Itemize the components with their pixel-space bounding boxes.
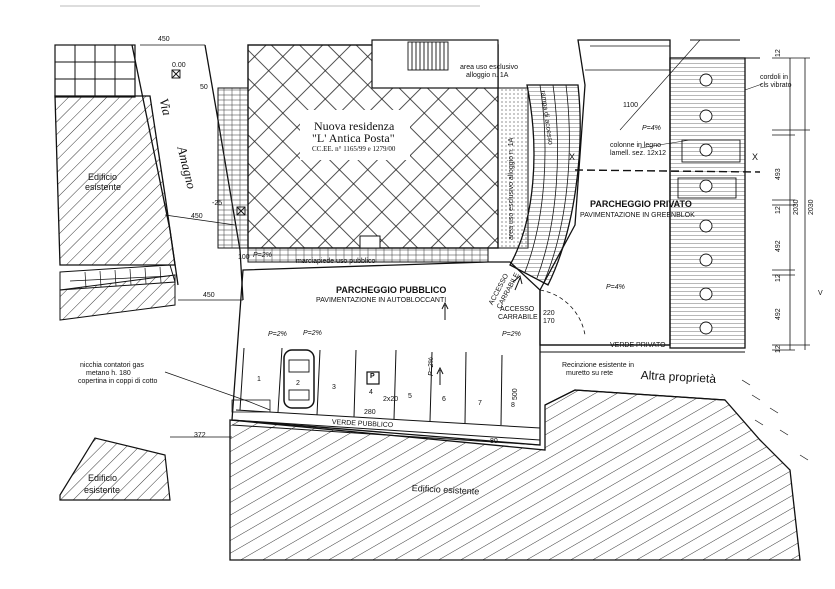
public-slope-4: P=2% [253, 252, 272, 259]
dim-stall-width: 280 [364, 409, 376, 416]
building-bottom-left-label1: Edificio [88, 473, 118, 483]
dim-80: 80 [490, 438, 498, 445]
stall-4: 4 [369, 389, 373, 396]
fence-line1: Recinzione esistente in [562, 362, 634, 369]
north-mark: V [818, 290, 823, 297]
public-slope-1: P=2% [268, 331, 287, 338]
residence-notch [371, 39, 499, 89]
section-mark-right: X [752, 152, 759, 162]
dim-50: 50 [200, 84, 208, 91]
fence-line2: muretto su rete [566, 370, 614, 377]
dim-right-6: 492 [775, 308, 782, 320]
gate-swing [539, 289, 586, 336]
dim-25: -25 [212, 200, 223, 207]
dim-depth: 500 [512, 388, 519, 400]
pergola-line1: cordoli in [760, 74, 789, 81]
dim-170: 170 [543, 318, 555, 325]
grid-block [54, 44, 136, 98]
stall-1: 1 [257, 376, 261, 383]
building-bottom-left-label2: esistente [84, 485, 121, 495]
markers [171, 69, 246, 216]
stall-dividers [239, 347, 503, 426]
stall-2: 2 [296, 380, 300, 387]
access-private-line2: CARRABILE [498, 314, 538, 321]
section-mark-left: X [569, 152, 576, 162]
brick-edge-left [217, 87, 249, 249]
dim-right-7: 12 [775, 345, 782, 353]
private-slope: P=4% [606, 284, 625, 291]
pergola-line2: cls vibrato [760, 82, 792, 89]
access-private-line1: ACCESSO [500, 306, 535, 313]
dim-right-3: 12 [775, 206, 782, 214]
columns-line2: lamell. sez. 12x12 [610, 150, 667, 157]
stall-3: 3 [332, 384, 336, 391]
gas-meter-line2: metano h. 180 [86, 370, 131, 377]
sidewalk-label: marciapiede uso pubblico [296, 258, 376, 265]
residence-title-line2: "L' Antica Posta" [312, 131, 395, 145]
access-ramp [509, 84, 581, 286]
gas-meter-line1: nicchia contatori gas [80, 362, 144, 369]
dim-450-mid: 450 [191, 213, 203, 220]
building-top-left-label2: esistente [85, 182, 122, 192]
stall-5: 5 [408, 393, 412, 400]
dim-372: 372 [194, 432, 206, 439]
parking-sign: P [370, 373, 375, 380]
existing-building-bottom-left [59, 437, 171, 501]
section-line [574, 169, 761, 173]
public-slope-3: P=2% [502, 331, 521, 338]
exclusive-area-strip [497, 87, 529, 249]
parking-circles [699, 73, 713, 335]
residence-title-line1: Nuova residenza [314, 119, 395, 133]
dim-450-top: 450 [158, 36, 170, 43]
dim-100: 100 [238, 254, 250, 261]
residence-permit: CC.EE. n° 1165/99 e 1279/00 [312, 145, 396, 153]
private-parking-subtitle: PAVIMENTAZIONE IN GREENBLOK [580, 212, 695, 219]
green-private-label: VERDE PRIVATO [610, 342, 666, 349]
exclusive-area-vertical: area uso esclusivo alloggio n. 1A [508, 137, 515, 240]
dim-right-4: 492 [775, 240, 782, 252]
dim-1100: 1100 [623, 102, 639, 109]
dim-000: 0.00 [172, 62, 186, 69]
dim-220: 220 [543, 310, 555, 317]
columns-line1: colonne in legno [610, 142, 661, 149]
dim-right-1: 12 [775, 49, 782, 57]
car-symbol [283, 349, 315, 409]
dim-line-450-mid [164, 214, 236, 226]
stall-6: 6 [442, 396, 446, 403]
building-top-left-label1: Edificio [88, 172, 118, 182]
road-edge-left [131, 44, 179, 286]
dim-right-5: 12 [775, 274, 782, 282]
dim-total: 2x20 [383, 396, 399, 403]
exclusive-area-line2: alloggio n. 1A [466, 72, 509, 79]
street-prefix: Via [156, 96, 176, 117]
other-property-marks [741, 379, 809, 461]
dim-right-total: 2030 [793, 199, 800, 215]
public-parking-subtitle: PAVIMENTAZIONE IN AUTOBLOCCANTI [316, 297, 447, 304]
dim-right-2: 493 [775, 168, 782, 180]
gate-strip [59, 264, 176, 291]
private-slope-top: P=4% [642, 125, 661, 132]
parking-sign-box [366, 371, 380, 385]
public-slope-5: P=2% [428, 357, 435, 376]
existing-strip-left [59, 274, 176, 321]
stall-8: 8 [511, 402, 515, 409]
private-parking-title: PARCHEGGIO PRIVATO [590, 199, 692, 209]
public-parking-title: PARCHEGGIO PUBBLICO [336, 285, 447, 295]
dim-right-total2: 2030 [808, 199, 815, 215]
stairs-top [407, 41, 449, 71]
dim-450-low: 450 [203, 292, 215, 299]
stall-7: 7 [478, 400, 482, 407]
public-slope-2: P=2% [303, 330, 322, 337]
existing-building-bottom [229, 389, 801, 561]
gas-meter-line3: copertina in coppi di cotto [78, 378, 158, 385]
green-strip-top [235, 409, 541, 429]
dimension-chain-right [772, 57, 810, 351]
exclusive-area-line1: area uso esclusivo [460, 64, 518, 71]
